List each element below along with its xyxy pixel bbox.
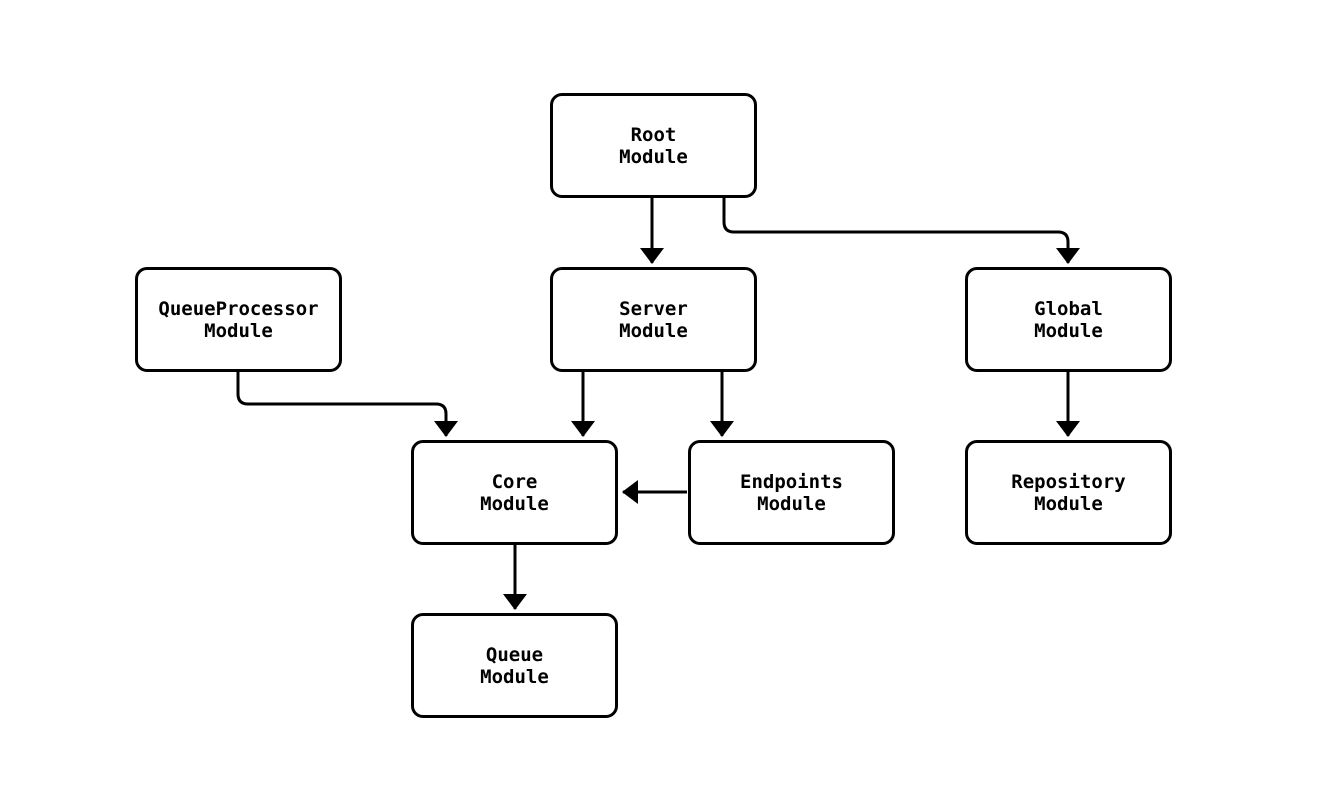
node-queue-module-label: Queue Module — [480, 643, 549, 688]
node-root-module: Root Module — [550, 93, 757, 198]
node-server-module-label: Server Module — [619, 297, 688, 342]
node-queueprocessor-module-label: QueueProcessor Module — [158, 297, 319, 342]
node-repository-module: Repository Module — [965, 440, 1172, 545]
node-root-module-label: Root Module — [619, 123, 688, 168]
node-core-module: Core Module — [411, 440, 618, 545]
node-core-module-label: Core Module — [480, 470, 549, 515]
node-repository-module-label: Repository Module — [1011, 470, 1126, 515]
node-queue-module: Queue Module — [411, 613, 618, 718]
node-queueprocessor-module: QueueProcessor Module — [135, 267, 342, 372]
node-global-module-label: Global Module — [1034, 297, 1103, 342]
node-server-module: Server Module — [550, 267, 757, 372]
edge-root-to-global — [722, 197, 1080, 264]
node-endpoints-module: Endpoints Module — [688, 440, 895, 545]
node-global-module: Global Module — [965, 267, 1172, 372]
edge-queueprocessor-to-core — [236, 370, 458, 437]
node-endpoints-module-label: Endpoints Module — [740, 470, 843, 515]
